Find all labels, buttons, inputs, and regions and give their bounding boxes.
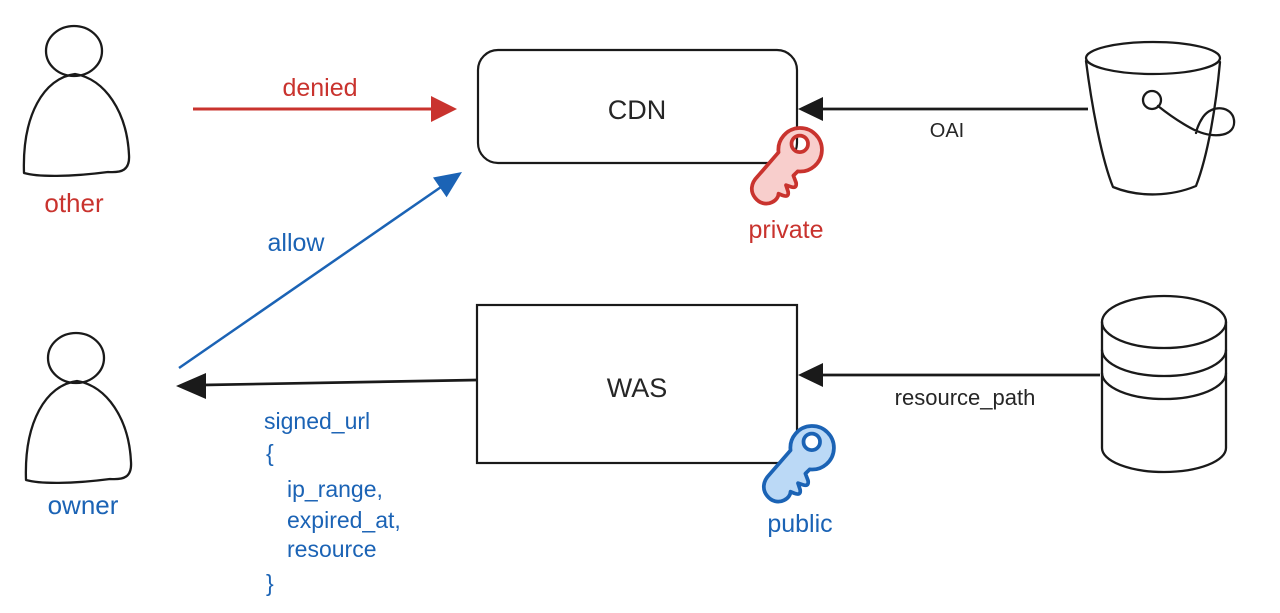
person-body [24, 379, 133, 485]
signed-url-line: } [266, 570, 274, 596]
public-key-icon [762, 424, 836, 504]
owner-label: owner [48, 490, 119, 520]
signed-url-line: ip_range, [287, 476, 383, 502]
resource-path-arrow [798, 363, 1100, 387]
resource-path-arrowhead [798, 363, 823, 387]
private-key-icon [750, 126, 824, 206]
bucket-handle-mount [1141, 89, 1163, 111]
bucket-body [1084, 59, 1222, 196]
database-ring-1 [1100, 348, 1228, 378]
oai-arrow [798, 97, 1088, 121]
public-key-label: public [767, 510, 832, 538]
allow-arrowhead [433, 172, 462, 198]
cdn-node [476, 48, 799, 165]
signed-url-line: expired_at, [287, 507, 401, 533]
denied-arrowhead [431, 96, 457, 122]
cdn-label: CDN [608, 95, 667, 125]
allow-arrow [178, 172, 462, 370]
person-head [44, 24, 104, 78]
resource-path-label: resource_path [895, 385, 1036, 410]
oai-label: OAI [930, 120, 964, 142]
signed-url-line: signed_url [264, 408, 370, 434]
signed-url-line: resource [287, 536, 376, 562]
bucket-icon [1084, 40, 1236, 196]
denied-label: denied [282, 74, 357, 102]
bucket-handle [1156, 104, 1236, 137]
key-shape [750, 126, 824, 206]
signed-url-arrow-line [202, 378, 478, 387]
signed-url-line: { [266, 440, 274, 466]
bucket-rim [1084, 40, 1222, 76]
person-head [46, 331, 106, 385]
database-body [1100, 320, 1228, 474]
oai-arrowhead [798, 97, 823, 121]
was-node [475, 303, 799, 465]
denied-arrow [193, 96, 457, 122]
signed-url-arrow [176, 373, 478, 399]
database-top [1100, 294, 1228, 350]
was-label: WAS [607, 373, 668, 403]
other-label: other [44, 188, 104, 218]
owner-person-icon [24, 331, 133, 485]
allow-arrow-line [178, 185, 442, 370]
person-body [22, 72, 131, 178]
allow-label: allow [268, 229, 326, 257]
database-icon [1100, 294, 1228, 474]
database-ring-2 [1100, 371, 1228, 401]
signed-url-arrowhead [176, 373, 206, 399]
signed-url-payload-text: signed_url { ip_range, expired_at, resou… [264, 408, 401, 596]
other-person-icon [22, 24, 131, 178]
key-shape [762, 424, 836, 504]
private-key-label: private [748, 216, 823, 244]
